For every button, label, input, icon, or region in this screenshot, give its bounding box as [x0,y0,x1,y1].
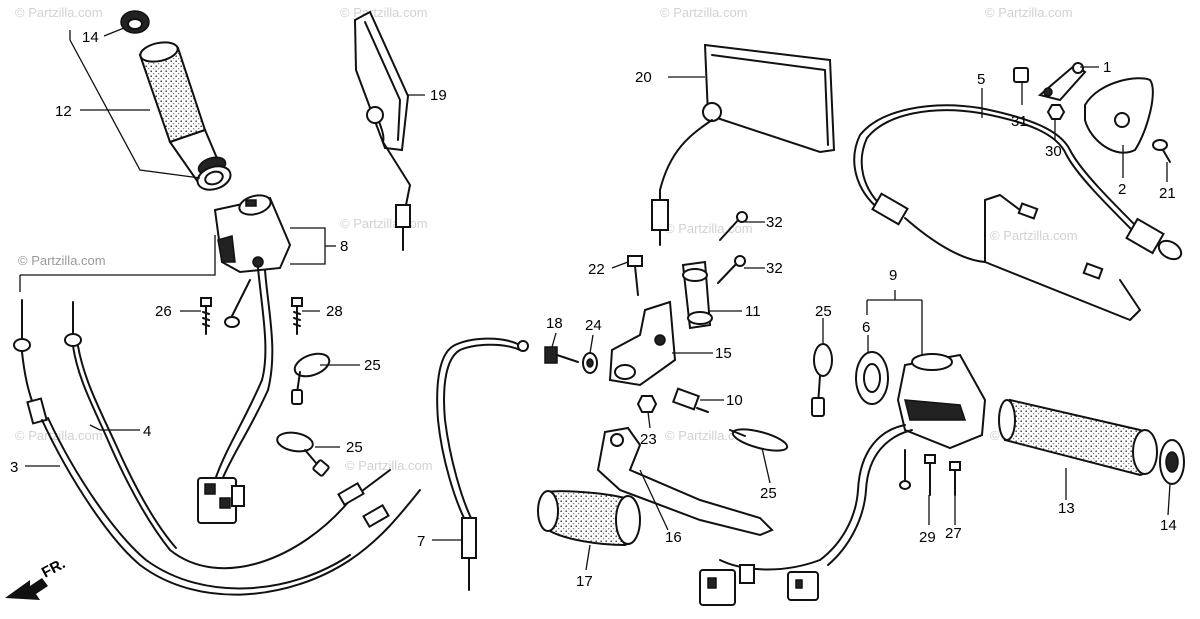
callout-27: 27 [945,525,962,542]
callout-5: 5 [977,71,985,88]
watermark-text: © Partzilla.com [340,216,428,231]
callout-19: 19 [430,87,447,104]
watermark-text: © Partzilla.com [340,5,428,20]
watermark-text: © Partzilla.com [18,253,106,268]
callout-labels: 14 12 19 8 26 28 25 25 4 3 7 20 32 32 22… [10,29,1177,590]
left-mirror [353,10,411,251]
callout-15: 15 [715,345,732,362]
screw-29 [924,454,936,496]
callout-26: 26 [155,303,172,320]
bolt-32-upper [719,211,748,241]
callout-32: 32 [766,214,783,231]
clutch-switch-10 [671,387,709,413]
bracket-lines [19,227,923,355]
callout-14: 14 [1160,517,1177,534]
choke-bracket-1 [1037,62,1087,102]
leader-lines [25,27,1171,571]
screw-27 [949,461,961,496]
callout-23: 23 [640,431,657,448]
pivot-bolt-22 [627,255,643,296]
screw-28 [291,297,303,335]
callout-17: 17 [576,573,593,590]
choke-cover-2 [1084,77,1154,154]
screw-26 [200,297,212,335]
callout-10: 10 [726,392,743,409]
callout-22: 22 [588,261,605,278]
left-switch-housing [699,353,987,606]
callout-29: 29 [919,529,936,546]
callout-25: 25 [760,485,777,502]
callout-1: 1 [1103,59,1111,76]
watermark-text: © Partzilla.com [990,228,1078,243]
right-switch-housing [197,194,292,524]
callout-9: 9 [889,267,897,284]
watermark-text: © Partzilla.com [985,5,1073,20]
callout-24: 24 [585,317,602,334]
clutch-lever-bracket [608,300,677,387]
nut-23 [636,395,658,413]
callout-32: 32 [766,260,783,277]
watermark-text: © Partzilla.com [15,5,103,20]
watermark-text: © Partzilla.com [15,428,103,443]
throttle-cable-return [64,301,391,570]
washer-24 [582,352,598,374]
callout-25: 25 [364,357,381,374]
callout-25: 25 [346,439,363,456]
callout-8: 8 [340,238,348,255]
callout-28: 28 [326,303,343,320]
callout-12: 12 [55,103,72,120]
callout-13: 13 [1058,500,1075,517]
callout-25: 25 [815,303,832,320]
grommet-6 [855,351,889,405]
cable-band-middle [729,428,789,452]
lever-holder-clamp [681,260,713,330]
adjuster-bolt-18 [544,346,579,364]
clutch-cable [436,337,529,591]
front-marker-text: FR. [39,555,68,581]
grip-end-cap-top [120,10,150,34]
watermark-text: © Partzilla.com [665,428,753,443]
choke-cable-5 [853,104,1183,321]
callout-16: 16 [665,529,682,546]
callout-7: 7 [417,533,425,550]
callout-14: 14 [82,29,99,46]
callout-6: 6 [862,319,870,336]
watermark-text: © Partzilla.com [660,5,748,20]
cable-band-right [811,343,833,417]
callout-3: 3 [10,459,18,476]
watermark-text: © Partzilla.com [345,458,433,473]
callout-11: 11 [745,303,761,320]
nut-30 [1046,104,1066,120]
callout-20: 20 [635,69,652,86]
callout-31: 31 [1011,113,1028,130]
left-grip-17 [537,490,641,547]
callout-2: 2 [1118,181,1126,198]
right-mirror [651,43,836,246]
grip-13 [998,398,1158,477]
front-direction-marker: FR. [5,555,68,600]
grip-end-cap-right [1159,439,1185,485]
callout-18: 18 [546,315,563,332]
cable-band-left-upper [291,352,331,405]
callout-4: 4 [143,423,151,440]
throttle-cable-pull [13,299,421,596]
throttle-grip [138,41,232,191]
screw-21 [1152,139,1171,163]
callout-30: 30 [1045,143,1062,160]
clutch-lever-16 [596,426,774,537]
watermark-text: © Partzilla.com [665,221,753,236]
cap-31 [1013,67,1029,83]
cable-band-left-lower [276,431,330,477]
watermarks: © Partzilla.com © Partzilla.com © Partzi… [15,5,1078,473]
bolt-32-lower [717,255,746,284]
callout-21: 21 [1159,185,1176,202]
